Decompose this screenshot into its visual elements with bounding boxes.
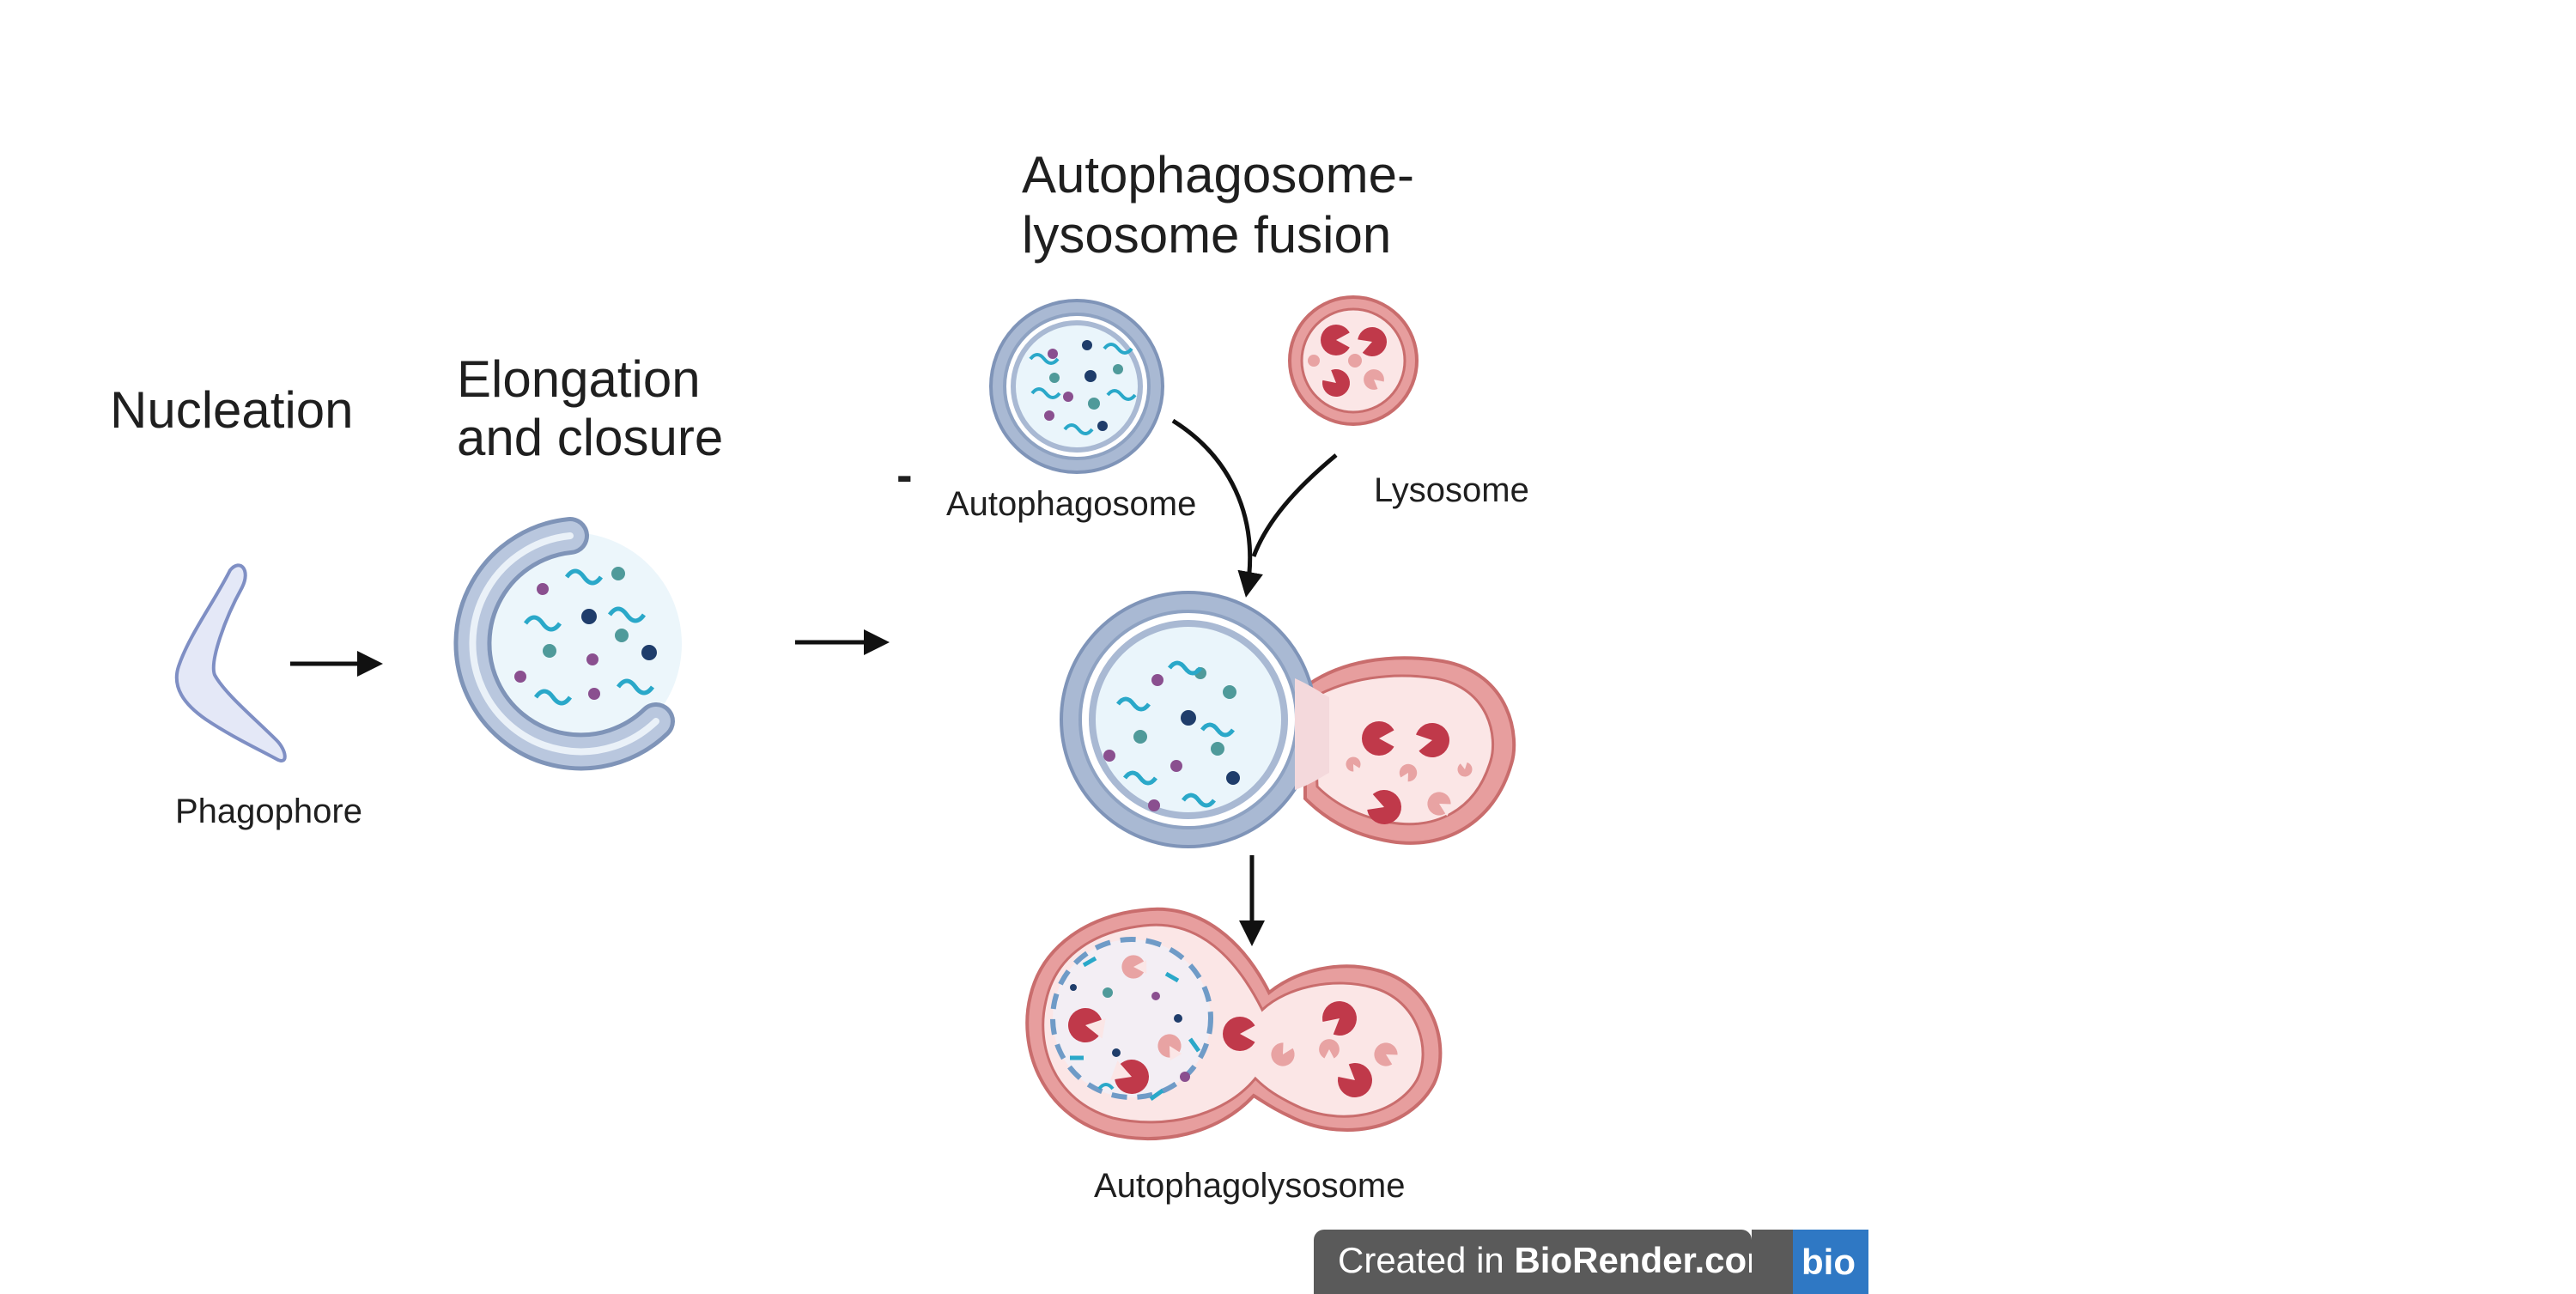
bio-logo-text: bio <box>1801 1242 1856 1282</box>
stage-title-elongation-line2: and closure <box>457 409 723 466</box>
phagophore-label: Phagophore <box>175 793 362 830</box>
stage-title-fusion-line2: lysosome fusion <box>1022 206 1391 264</box>
bio-logo <box>1793 1230 1868 1294</box>
lysosome-label: Lysosome <box>1374 471 1529 509</box>
arrow-lysosome-to-fusion <box>1251 453 1338 557</box>
stage-title-nucleation: Nucleation <box>110 381 354 439</box>
fusing-vesicle <box>1060 591 1516 848</box>
cargo-particles <box>514 567 657 706</box>
autophagolysosome-label: Autophagolysosome <box>1094 1167 1405 1205</box>
badge-prefix-text: Created in <box>1338 1240 1514 1280</box>
badge-prefix: Created in BioRender.com <box>1338 1240 1779 1280</box>
elongating-autophagosome <box>453 517 682 771</box>
badge-brand: BioRender.com <box>1514 1240 1778 1280</box>
stage-title-elongation-line1: Elongation <box>457 350 701 408</box>
phagophore-shape <box>174 563 287 762</box>
autophagolysosome <box>1025 907 1443 1140</box>
lysosome <box>1288 295 1419 426</box>
stray-mark: - <box>896 447 913 501</box>
arrow-autophagosome-to-fusion <box>1171 418 1263 598</box>
biorender-badge[interactable]: Created in BioRender.com bio <box>1314 1230 1868 1294</box>
autophagosome <box>989 299 1164 474</box>
stage-title-fusion-line1: Autophagosome- <box>1022 146 1414 204</box>
autophagosome-label: Autophagosome <box>946 485 1196 523</box>
